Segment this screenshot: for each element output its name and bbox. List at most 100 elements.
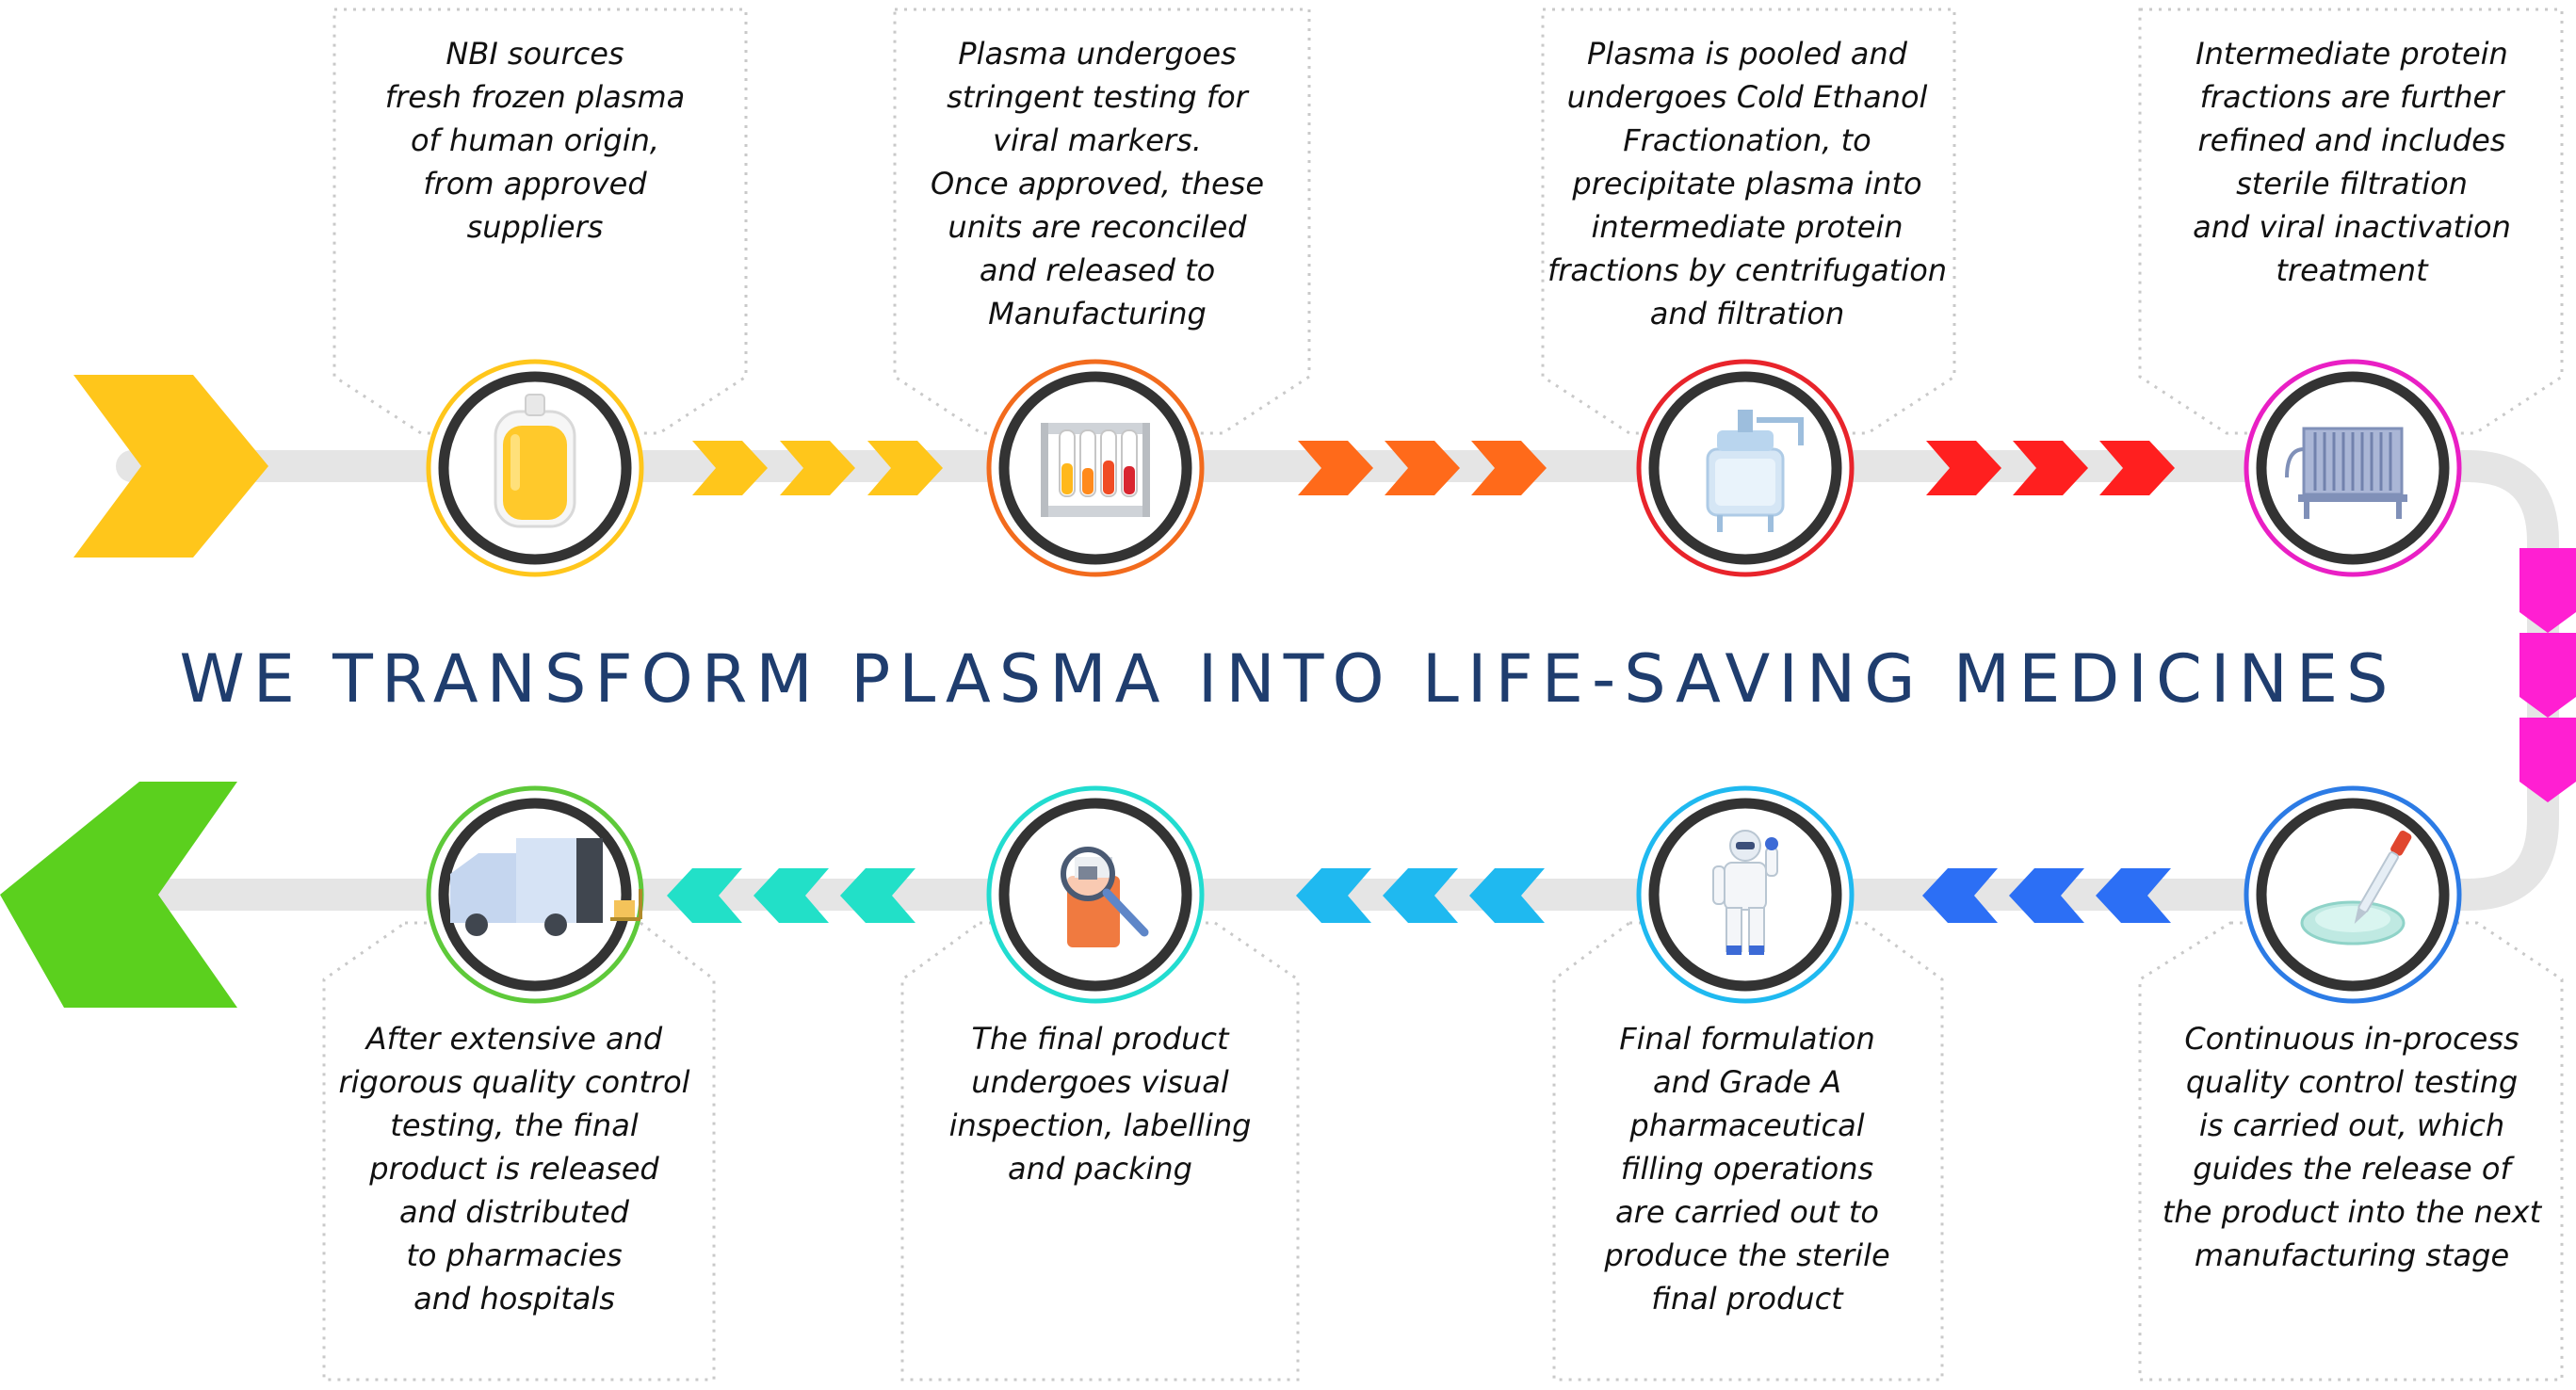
description-line: pharmaceutical: [1629, 1107, 1865, 1143]
description-line: undergoes visual: [971, 1064, 1229, 1100]
step-inner-ring: [2256, 798, 2450, 992]
callout-box-qc-testing: [2138, 921, 2564, 1382]
chevron-group-4: [1922, 868, 2171, 923]
description-line: and Grade A: [1653, 1064, 1841, 1100]
description-line: fractions are further: [2199, 79, 2504, 115]
chevron: [867, 441, 943, 495]
description-line: inspection, labelling: [948, 1107, 1252, 1143]
magnifier-vial-icon: [1061, 847, 1149, 947]
test-tube-rack-icon: [1041, 423, 1150, 517]
chevron: [2519, 548, 2576, 633]
description-line: and viral inactivation: [2193, 209, 2511, 245]
description-line: and filtration: [1649, 296, 1845, 331]
description-line: is carried out, which: [2198, 1107, 2505, 1143]
delivery-truck-icon: [450, 838, 642, 936]
step-description-inspection: The final product undergoes visual inspect…: [855, 1017, 1345, 1190]
description-line: stringent testing for: [947, 79, 1248, 115]
description-line: filling operations: [1620, 1151, 1874, 1187]
chevron-group-down: [2519, 548, 2576, 802]
description-line: Continuous in-process: [2184, 1021, 2519, 1057]
description-line: Intermediate protein: [2195, 36, 2508, 72]
callout-box-refining: [2138, 8, 2564, 435]
chevron: [2009, 868, 2084, 923]
step-description-filling: Final formulation and Grade A pharmaceutic…: [1502, 1017, 1992, 1320]
description-line: quality control testing: [2185, 1064, 2519, 1100]
chevron-group-2: [1298, 441, 1547, 495]
description-line: to pharmacies: [406, 1237, 623, 1273]
description-line: Plasma undergoes: [958, 36, 1237, 72]
description-line: fractions by centrifugation: [1547, 252, 1948, 288]
description-line: precipitate plasma into: [1572, 166, 1922, 202]
chevron: [1926, 441, 2001, 495]
description-line: units are reconciled: [948, 209, 1247, 245]
description-line: Manufacturing: [988, 296, 1207, 331]
description-line: Plasma is pooled and: [1587, 36, 1907, 72]
description-line: sterile filtration: [2236, 166, 2468, 202]
step-description-refining: Intermediate protein fractions are furthe…: [2107, 32, 2576, 292]
description-line: treatment: [2276, 252, 2428, 288]
step-description-distribution: After extensive and rigorous quality cont…: [269, 1017, 759, 1320]
chevron: [1383, 868, 1458, 923]
chevron: [1471, 441, 1547, 495]
chevron-group-6: [667, 868, 915, 923]
description-line: Final formulation: [1619, 1021, 1875, 1057]
chevron: [1922, 868, 1998, 923]
chevron: [780, 441, 855, 495]
description-line: intermediate protein: [1591, 209, 1904, 245]
description-line: manufacturing stage: [2194, 1237, 2510, 1273]
description-line: are carried out to: [1615, 1194, 1879, 1230]
chevron: [1296, 868, 1371, 923]
chevron: [2013, 441, 2088, 495]
description-line: of human origin,: [410, 122, 660, 158]
description-line: fresh frozen plasma: [384, 79, 686, 115]
chevron-group-5: [1296, 868, 1545, 923]
step-description-testing: Plasma undergoes stringent testing for vir…: [852, 32, 1342, 335]
pipette-dish-icon: [2300, 830, 2412, 946]
description-line: and distributed: [399, 1194, 629, 1230]
chevron: [1469, 868, 1545, 923]
description-line: and hospitals: [413, 1281, 615, 1317]
description-line: from approved: [423, 166, 647, 202]
chevron: [2519, 718, 2576, 802]
cleanroom-worker-icon: [1712, 830, 1778, 955]
plasma-bag-icon: [494, 394, 576, 528]
description-line: undergoes Cold Ethanol: [1566, 79, 1928, 115]
description-line: The final product: [971, 1021, 1229, 1057]
description-line: suppliers: [466, 209, 604, 245]
chevron: [667, 868, 742, 923]
step-description-qc-testing: Continuous in-process quality control tes…: [2107, 1017, 2576, 1277]
chevron: [1298, 441, 1373, 495]
fractionation-tank-icon: [1706, 410, 1804, 532]
description-line: refined and includes: [2197, 122, 2506, 158]
callout-box-testing: [893, 8, 1311, 435]
filtration-unit-icon: [2285, 427, 2407, 519]
description-line: Fractionation, to: [1623, 122, 1871, 158]
description-line: NBI sources: [446, 36, 624, 72]
description-line: rigorous quality control: [338, 1064, 690, 1100]
description-line: viral markers.: [993, 122, 1202, 158]
description-line: guides the release of: [2193, 1151, 2511, 1187]
chevron: [753, 868, 829, 923]
callout-box-filling: [1552, 921, 1944, 1382]
description-line: produce the sterile: [1604, 1237, 1890, 1273]
chevron: [1385, 441, 1460, 495]
end-arrow: [0, 782, 237, 1008]
description-line: testing, the final: [390, 1107, 639, 1143]
chevron-group-3: [1926, 441, 2175, 495]
callout-box-distribution: [322, 921, 716, 1382]
step-description-sourcing: NBI sources fresh frozen plasma of human o…: [290, 32, 780, 249]
step-description-fractionation: Plasma is pooled and undergoes Cold Ethan…: [1502, 32, 1992, 335]
description-line: After extensive and: [365, 1021, 663, 1057]
description-line: and released to: [979, 252, 1216, 288]
description-line: and packing: [1008, 1151, 1192, 1187]
page-title: WE TRANSFORM PLASMA INTO LIFE-SAVING MED…: [179, 640, 2397, 718]
chevron: [840, 868, 915, 923]
chevron: [692, 441, 768, 495]
description-line: final product: [1651, 1281, 1843, 1317]
step-node-qc-testing: [2244, 785, 2462, 1004]
description-line: Once approved, these: [930, 166, 1265, 202]
start-arrow: [73, 375, 268, 558]
description-line: the product into the next: [2162, 1194, 2542, 1230]
description-line: product is released: [369, 1151, 659, 1187]
